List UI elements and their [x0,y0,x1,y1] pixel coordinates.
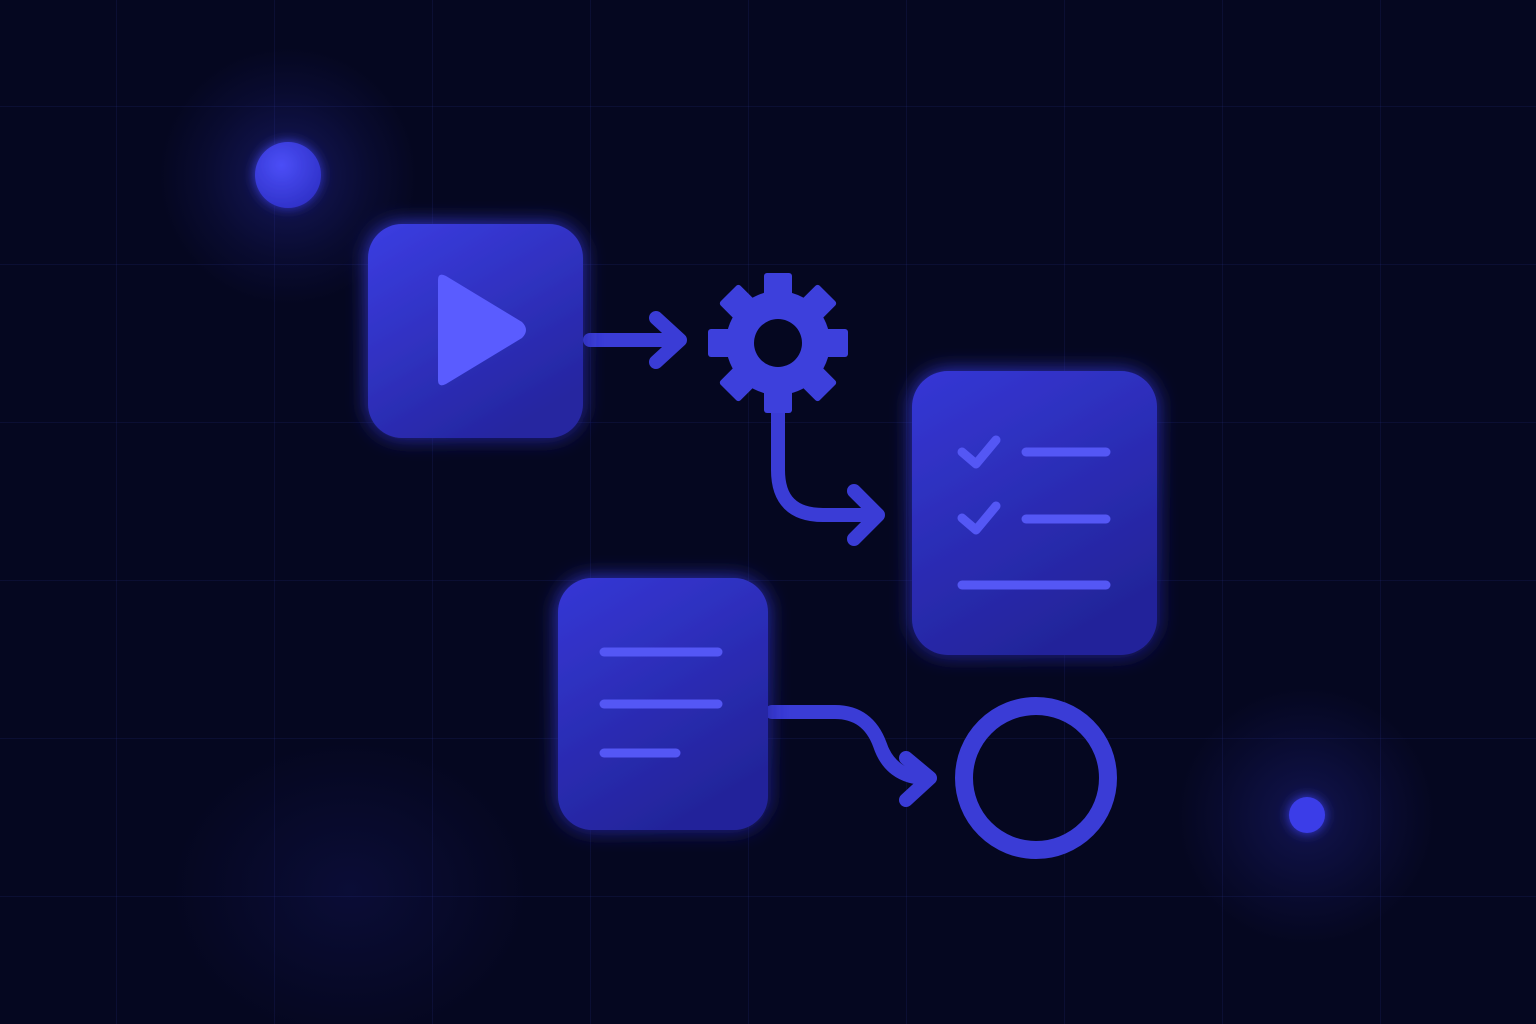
circle-ring-icon [955,697,1117,859]
glow-orb-icon [255,142,321,208]
check-mark-icon [957,501,1001,535]
checklist-tile [912,371,1157,655]
node-start [368,224,583,438]
edge-process-to-checklist [771,393,885,546]
node-checklist [912,371,1157,655]
node-document [558,578,768,830]
node-process [708,273,848,413]
glow-orb-small-icon [1289,797,1325,833]
play-icon [438,274,526,386]
check-mark-icon [957,435,1001,469]
document-lines-icon [599,647,723,758]
edge-document-to-end [765,705,937,807]
edge-start-to-process [583,311,687,369]
gear-icon [708,273,848,413]
checklist-icon [957,435,1111,590]
